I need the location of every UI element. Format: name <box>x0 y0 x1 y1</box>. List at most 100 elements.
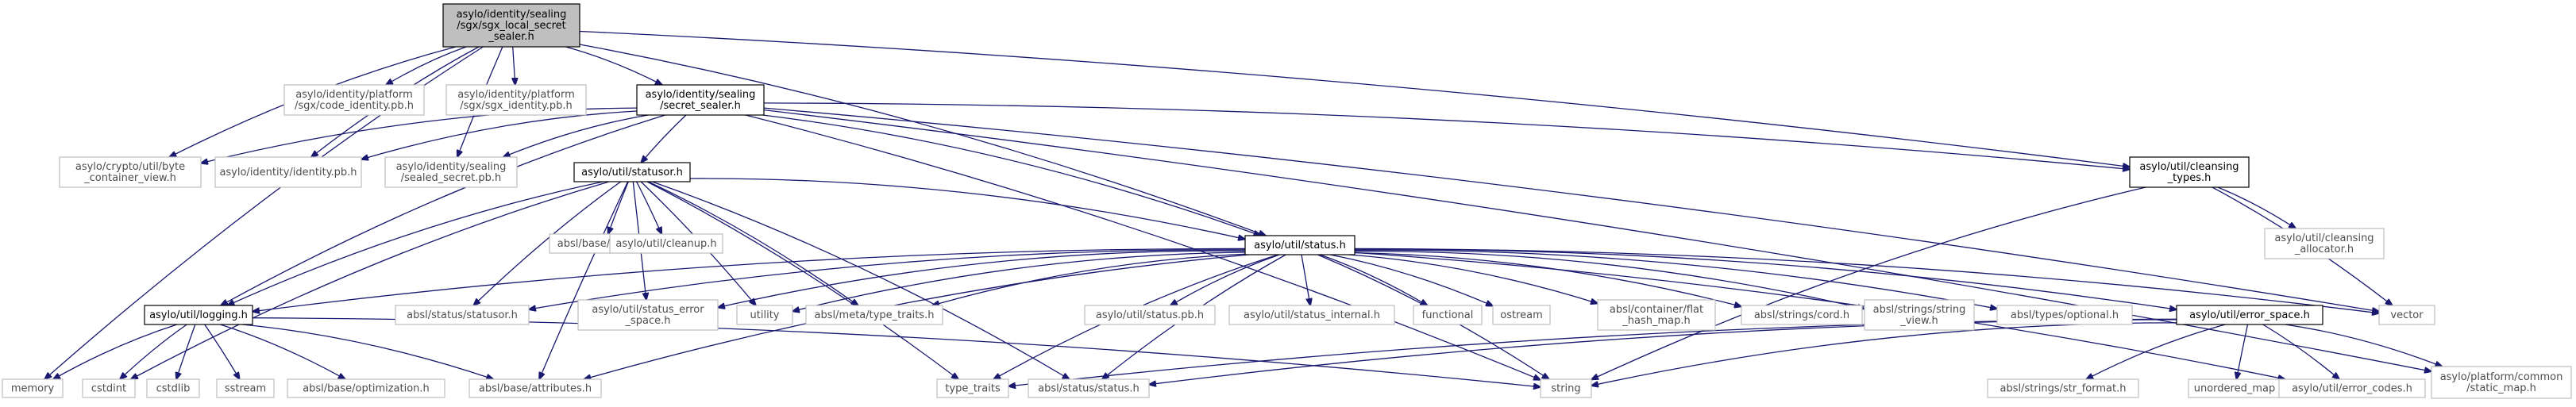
node-label-line: asylo/identity/sealing <box>646 89 756 101</box>
node-cleanup: asylo/util/cleanup.h <box>609 233 723 254</box>
node-absl-statusor: absl/status/statusor.h <box>395 305 530 325</box>
node-label-line: _types.h <box>2167 172 2212 184</box>
nodes-layer: asylo/identity/sealing/sgx/sgx_local_sec… <box>2 3 2572 399</box>
edge-secret-sealer-to-sealed-secret-pb <box>503 114 649 157</box>
node-sgx-local-secret-sealer[interactable]: asylo/identity/sealing/sgx/sgx_local_sec… <box>442 3 580 48</box>
node-statusor[interactable]: asylo/util/statusor.h <box>573 162 691 182</box>
edge-status-to-ostream <box>1329 254 1493 306</box>
node-functional: functional <box>1413 305 1483 325</box>
node-box <box>469 378 602 398</box>
node-status[interactable]: asylo/util/status.h <box>1244 235 1355 255</box>
edge-logging-to-cstdlib <box>176 324 196 379</box>
node-box <box>636 84 765 116</box>
node-label-line: _view.h <box>1899 315 1938 327</box>
node-box <box>395 305 530 325</box>
node-box <box>442 3 580 48</box>
edge-status-to-status-error-space <box>718 250 1246 307</box>
node-attributes: absl/base/attributes.h <box>469 378 602 398</box>
node-label-line: utility <box>750 309 780 321</box>
node-label-line: absl/base/attributes.h <box>479 383 592 395</box>
edge-logging-to-string <box>252 317 1541 387</box>
node-label-line: asylo/util/error_space.h <box>2189 309 2310 321</box>
node-label-line: asylo/util/cleansing <box>2274 232 2374 244</box>
node-status-error-space: asylo/util/status_error_space.h <box>577 299 719 331</box>
node-error-space[interactable]: asylo/util/error_space.h <box>2176 305 2323 325</box>
edge-statusor-to-logging <box>227 181 604 305</box>
edge-secret-sealer-to-identity-pb <box>361 110 638 159</box>
node-box <box>1084 305 1216 325</box>
node-status-pb: asylo/util/status.pb.h <box>1084 305 1216 325</box>
node-box <box>573 162 691 182</box>
node-cleansing-allocator: asylo/util/cleansing_allocator.h <box>2264 228 2385 259</box>
node-label-line: _container_view.h <box>83 172 176 184</box>
node-label-line: /sgx/sgx_identity.pb.h <box>460 100 572 112</box>
node-box <box>1492 305 1551 325</box>
node-error-codes: asylo/util/error_codes.h <box>2278 378 2426 398</box>
node-optional: absl/types/optional.h <box>1996 305 2133 325</box>
node-box <box>1987 378 2139 398</box>
node-str-format: absl/strings/str_format.h <box>1987 378 2139 398</box>
node-box <box>1996 305 2133 325</box>
node-label-line: vector <box>2390 309 2424 321</box>
node-box <box>59 156 202 188</box>
node-label-line: asylo/identity/platform <box>457 89 575 101</box>
edge-logging-to-optimization <box>220 324 345 379</box>
node-identity-pb: asylo/identity/identity.pb.h <box>214 156 362 188</box>
node-box <box>1597 299 1716 331</box>
node-label-line: asylo/util/statusor.h <box>581 167 683 179</box>
node-box <box>216 378 275 398</box>
node-logging[interactable]: asylo/util/logging.h <box>144 305 253 325</box>
edge-status-to-absl-statusor <box>529 249 1246 309</box>
edge-status-to-status-internal <box>1301 254 1310 305</box>
node-label-line: sstream <box>225 383 266 395</box>
node-ostream: ostream <box>1492 305 1551 325</box>
node-box <box>287 378 445 398</box>
node-label-line: asylo/util/logging.h <box>149 309 248 321</box>
node-label-line: asylo/identity/sealing <box>396 161 507 173</box>
node-cstdlib: cstdlib <box>146 378 200 398</box>
edge-cleansing-types-to-cleansing-allocator <box>2217 186 2296 228</box>
node-sgx-identity-pb: asylo/identity/platform/sgx/sgx_identity… <box>445 84 587 116</box>
edge-error-space-to-unordered-map <box>2236 324 2249 379</box>
node-string-view: absl/strings/string_view.h <box>1864 299 1975 331</box>
node-utility: utility <box>736 305 793 325</box>
edge-status-to-vector <box>1354 248 2379 313</box>
node-absl-status: absl/status/status.h <box>1028 378 1150 398</box>
node-box <box>146 378 200 398</box>
node-label-line: absl/strings/string <box>1873 304 1966 316</box>
node-label-line: string <box>1551 383 1580 395</box>
node-label-line: /sealed_secret.pb.h <box>401 172 502 184</box>
node-unordered-map: unordered_map <box>2188 378 2281 398</box>
node-label-line: absl/strings/str_format.h <box>2000 383 2127 395</box>
node-label-line: _hash_map.h <box>1622 315 1690 327</box>
node-byte-container-view: asylo/crypto/util/byte_container_view.h <box>59 156 202 188</box>
edge-statusor-to-status <box>689 178 1245 240</box>
edge-status-to-string-view <box>1354 251 1865 309</box>
node-flat-hash-map: absl/container/flat_hash_map.h <box>1597 299 1716 331</box>
node-box <box>2378 305 2435 325</box>
node-label-line: asylo/identity/identity.pb.h <box>219 167 357 179</box>
edge-error-space-to-str-format <box>2086 324 2226 379</box>
node-box <box>2264 228 2385 259</box>
edge-statusor-to-absl-statusor <box>473 181 622 305</box>
node-label-line: functional <box>1422 309 1474 321</box>
edge-cleansing-types-to-string <box>1591 186 2146 379</box>
node-box <box>936 378 1009 398</box>
node-box <box>1413 305 1483 325</box>
node-box <box>214 156 362 188</box>
edge-logging-to-sstream <box>204 324 240 379</box>
node-box <box>1864 299 1975 331</box>
node-cleansing-types[interactable]: asylo/util/cleansing_types.h <box>2129 156 2250 188</box>
node-secret-sealer[interactable]: asylo/identity/sealing/secret_sealer.h <box>636 84 765 116</box>
node-box <box>1028 378 1150 398</box>
node-string: string <box>1540 378 1592 398</box>
edge-secret-sealer-to-static-map <box>763 109 2431 372</box>
node-label-line: absl/base/optimization.h <box>303 383 430 395</box>
edge-secret-sealer-to-vector <box>763 107 2379 312</box>
node-cstdint: cstdint <box>82 378 136 398</box>
edge-status-to-optional <box>1354 249 1997 309</box>
node-box <box>2431 366 2572 399</box>
node-box <box>82 378 136 398</box>
node-label-line: asylo/util/status.pb.h <box>1096 309 1204 321</box>
node-label-line: asylo/util/status.h <box>1254 240 1346 251</box>
